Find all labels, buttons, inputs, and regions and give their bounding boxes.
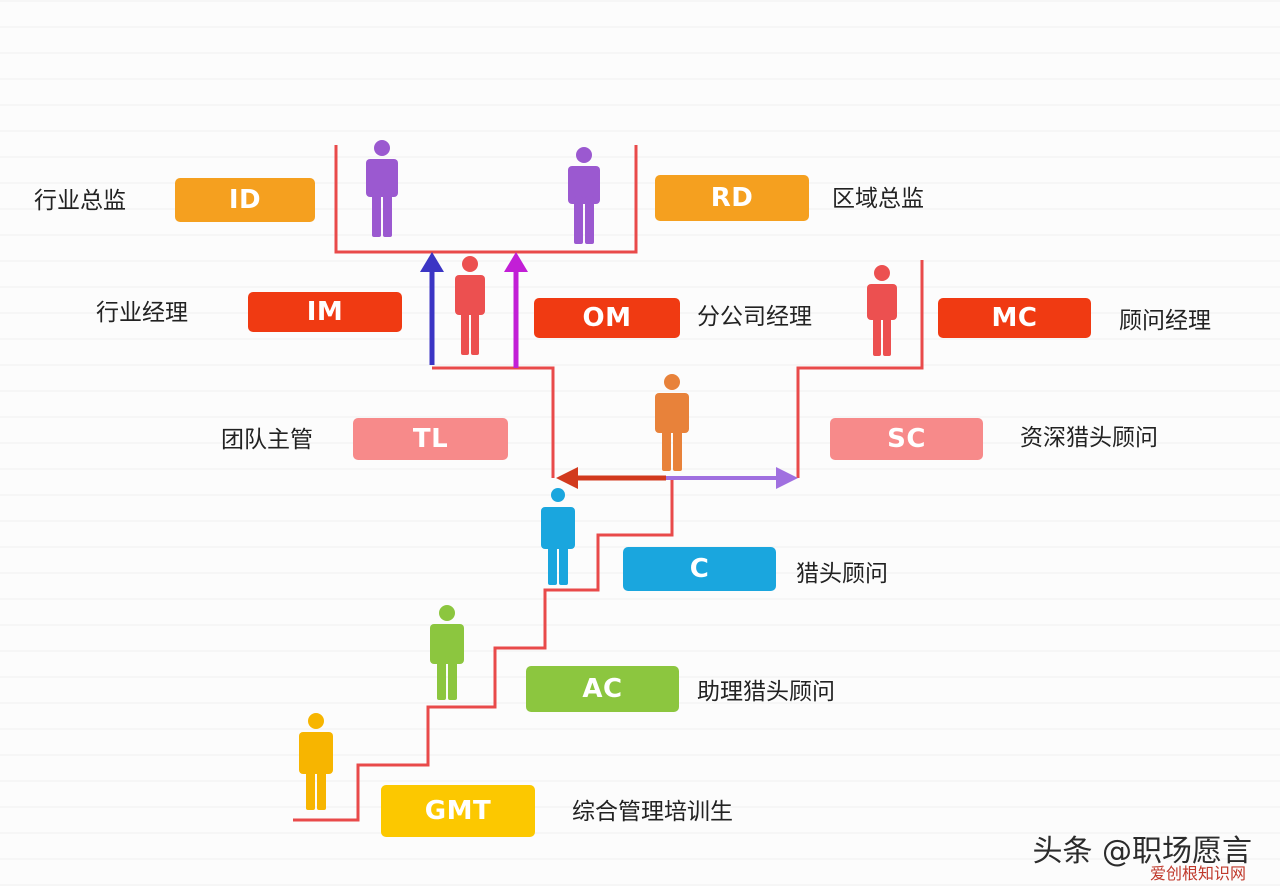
label-c: 猎头顾问	[796, 561, 888, 587]
watermark-subtext: 爱创根知识网	[1149, 864, 1246, 883]
badge-sc: SC	[830, 418, 983, 460]
badge-id: ID	[175, 178, 315, 222]
badge-gmt: GMT	[381, 785, 535, 837]
person-icon-sc	[655, 374, 689, 471]
arrow-right-head	[776, 467, 798, 489]
label-om: 分公司经理	[697, 304, 812, 330]
label-im: 行业经理	[96, 300, 188, 326]
label-sc: 资深猎头顾问	[1020, 425, 1158, 451]
person-icon-mc	[867, 265, 897, 356]
label-rd: 区域总监	[832, 186, 924, 212]
arrow-im-head	[420, 252, 444, 272]
badge-tl: TL	[353, 418, 508, 460]
label-ac: 助理猎头顾问	[697, 679, 835, 705]
label-tl: 团队主管	[221, 427, 313, 453]
arrow-left-head	[556, 467, 578, 489]
label-mc: 顾问经理	[1119, 308, 1211, 334]
stair-line-top	[334, 145, 638, 254]
badge-rd: RD	[655, 175, 809, 221]
badge-c: C	[623, 547, 776, 591]
badge-om: OM	[534, 298, 680, 338]
person-icon-c	[541, 488, 575, 585]
person-icon-rd	[568, 147, 600, 244]
arrow-om-head	[504, 252, 528, 272]
person-icon-im	[455, 256, 485, 355]
badge-ac: AC	[526, 666, 679, 712]
person-icon-gmt	[299, 713, 333, 810]
label-gmt: 综合管理培训生	[572, 799, 733, 825]
label-id: 行业总监	[34, 188, 126, 214]
watermark-text: 头条 @职场愿言	[1032, 834, 1252, 869]
badge-im: IM	[248, 292, 402, 332]
badge-mc: MC	[938, 298, 1091, 338]
stair-line	[293, 478, 674, 822]
person-icon-ac	[430, 605, 464, 700]
person-icon-id	[366, 140, 398, 237]
stair-line-im	[432, 366, 555, 478]
stair-line-mc	[796, 260, 924, 478]
